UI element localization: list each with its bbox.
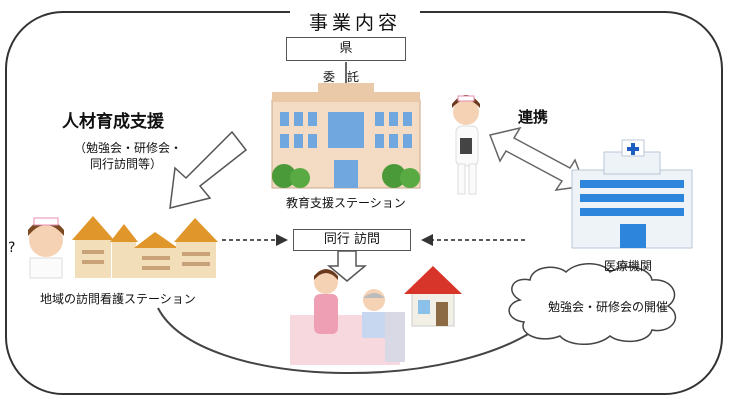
medical-institution-label: 医療機関 — [604, 259, 653, 273]
home-visit-scene-icon — [290, 269, 405, 365]
nurse-icon — [452, 95, 480, 195]
down-arrow-icon — [326, 250, 368, 282]
hr-support-detail-line1: （勉強会・研修会・ — [74, 141, 183, 155]
prefecture-box: 県 — [286, 37, 406, 61]
regional-station-label: 地域の訪問看護ステーション — [40, 292, 196, 306]
entrust-label: 委 託 — [323, 70, 360, 84]
cloud-shape — [508, 263, 676, 345]
school-building-icon — [271, 83, 421, 189]
hr-support-arrow-icon — [169, 130, 248, 209]
cooperation-label: 連携 — [518, 108, 549, 126]
education-station-label: 教育支援ステーション — [286, 196, 406, 210]
hr-support-heading: 人材育成支援 — [62, 112, 164, 132]
question-mark: ? — [8, 240, 16, 256]
accompany-visit-box: 同行 訪問 — [293, 229, 411, 251]
curved-arrow — [157, 307, 549, 374]
hospital-building-icon — [571, 139, 693, 249]
house-icon — [404, 266, 462, 327]
hr-support-detail-line2: 同行訪問等） — [90, 157, 163, 171]
thinking-nurse-icon — [28, 217, 64, 279]
study-session-label: 勉強会・研修会の開催 — [548, 300, 669, 314]
cooperation-arrow-icon — [488, 126, 587, 191]
regional-stations-icon — [72, 216, 218, 278]
page-title: 事業内容 — [290, 8, 420, 35]
